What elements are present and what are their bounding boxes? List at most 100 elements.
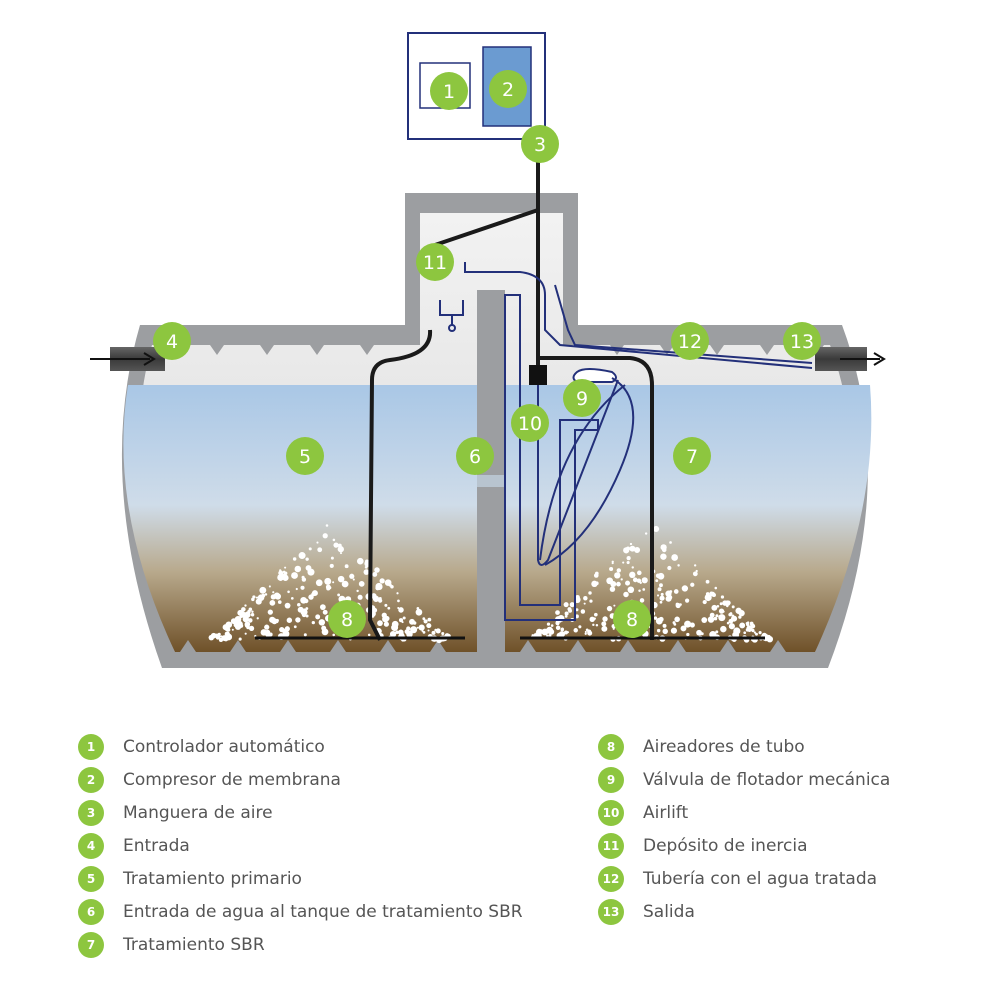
sludge-bubble — [315, 579, 323, 587]
sludge-bubble — [277, 600, 282, 604]
sludge-bubble — [689, 622, 695, 628]
sludge-bubble — [278, 570, 284, 576]
badge-circle — [328, 600, 366, 638]
legend-badge: 4 — [78, 832, 104, 859]
sludge-bubble — [269, 616, 276, 623]
sludge-bubble — [376, 584, 382, 589]
sludge-bubble — [616, 581, 621, 587]
badge-13: 13 — [783, 322, 821, 360]
sludge-bubble — [294, 565, 302, 573]
sludge-bubble — [692, 571, 698, 577]
sludge-bubble — [637, 570, 642, 576]
sludge-bubble — [282, 628, 289, 635]
sludge-bubble — [383, 621, 389, 627]
legend-badge: 12 — [598, 865, 624, 892]
sludge-bubble — [291, 572, 298, 579]
sludge-bubble — [564, 611, 569, 616]
sludge-bubble — [716, 604, 720, 608]
sludge-bubble — [239, 623, 244, 628]
legend-label: Depósito de inercia — [643, 835, 808, 856]
sludge-bubble — [284, 566, 287, 569]
sludge-bubble — [418, 624, 425, 631]
badge-circle — [673, 437, 711, 475]
badge-10: 10 — [511, 404, 549, 442]
sludge-bubble — [259, 586, 267, 594]
sludge-bubble — [702, 599, 707, 605]
sludge-bubble — [622, 561, 625, 564]
sludge-bubble — [332, 581, 335, 584]
badge-circle — [521, 125, 559, 163]
sludge-bubble — [638, 589, 641, 592]
float-valve — [544, 368, 635, 566]
sludge-bubble — [382, 615, 389, 623]
sludge-bubble — [427, 629, 430, 632]
sludge-bubble — [657, 587, 662, 592]
badge-8b: 8 — [613, 600, 651, 638]
air-hose — [368, 139, 654, 641]
sludge-bubble — [583, 602, 586, 605]
legend-label: Compresor de membrana — [123, 769, 341, 790]
badge-number: 8 — [341, 609, 353, 631]
sludge-bubble — [659, 595, 665, 601]
sludge-bubble — [257, 594, 265, 601]
sludge-bubble — [636, 578, 642, 583]
sludge-bubble — [332, 633, 336, 637]
sludge-bubble — [745, 628, 750, 632]
badge-number: 13 — [790, 331, 814, 353]
inertia-fitting — [439, 300, 464, 332]
sludge-bubble — [325, 524, 329, 527]
sludge-bubble — [578, 625, 582, 629]
sludge-bubble — [422, 617, 426, 621]
sludge-bubble — [656, 628, 661, 633]
legend-label: Entrada de agua al tanque de tratamiento… — [123, 901, 523, 922]
sludge-bubble — [214, 633, 220, 638]
sludge-bubble — [563, 630, 568, 635]
sludge-bubble — [303, 598, 309, 604]
badge-5: 5 — [286, 437, 324, 475]
sludge-bubble — [311, 590, 318, 597]
sludge-bubble — [548, 634, 552, 638]
sludge-bubble — [593, 573, 599, 578]
badge-circle — [489, 70, 527, 108]
sludge-bubble — [567, 607, 572, 612]
legend-badge: 13 — [598, 898, 624, 925]
sludge-bubble — [337, 546, 344, 553]
sludge-bubble — [416, 626, 419, 629]
valve-block — [529, 365, 547, 385]
sludge-bubble — [658, 616, 664, 622]
sludge-bubble — [384, 603, 388, 607]
sludge-bubble — [220, 635, 223, 638]
sludge-bubble — [391, 624, 399, 632]
sludge-bubble — [237, 611, 242, 616]
badge-7: 7 — [673, 437, 711, 475]
sludge-bubble — [374, 567, 380, 573]
sludge-bubble — [303, 633, 307, 637]
sludge-bubble — [337, 593, 341, 597]
sludge-bubble — [765, 634, 768, 637]
sludge-bubble — [719, 602, 723, 606]
sludge-bubble — [406, 626, 411, 631]
sludge-bubble — [609, 566, 614, 571]
sludge-bubble — [431, 630, 436, 635]
sludge-bubble — [244, 604, 247, 607]
sludge-bubble — [364, 565, 368, 569]
sludge-bubble — [274, 593, 281, 600]
sludge-bubble — [264, 624, 270, 630]
sludge-bubble — [307, 568, 315, 576]
sludge-bubble — [244, 632, 247, 635]
legend-badge: 1 — [78, 733, 104, 760]
sludge-bubble — [550, 624, 554, 627]
sludge-bubble — [589, 616, 595, 623]
sludge-bubble — [269, 599, 276, 606]
badge-circle — [416, 243, 454, 281]
sludge-bubble — [356, 557, 364, 565]
sludge-bubble — [588, 591, 592, 595]
sludge-bubble — [584, 632, 587, 635]
badge-8a: 8 — [328, 600, 366, 638]
sludge-bubble — [410, 626, 418, 634]
badge-1: 1 — [430, 72, 468, 110]
